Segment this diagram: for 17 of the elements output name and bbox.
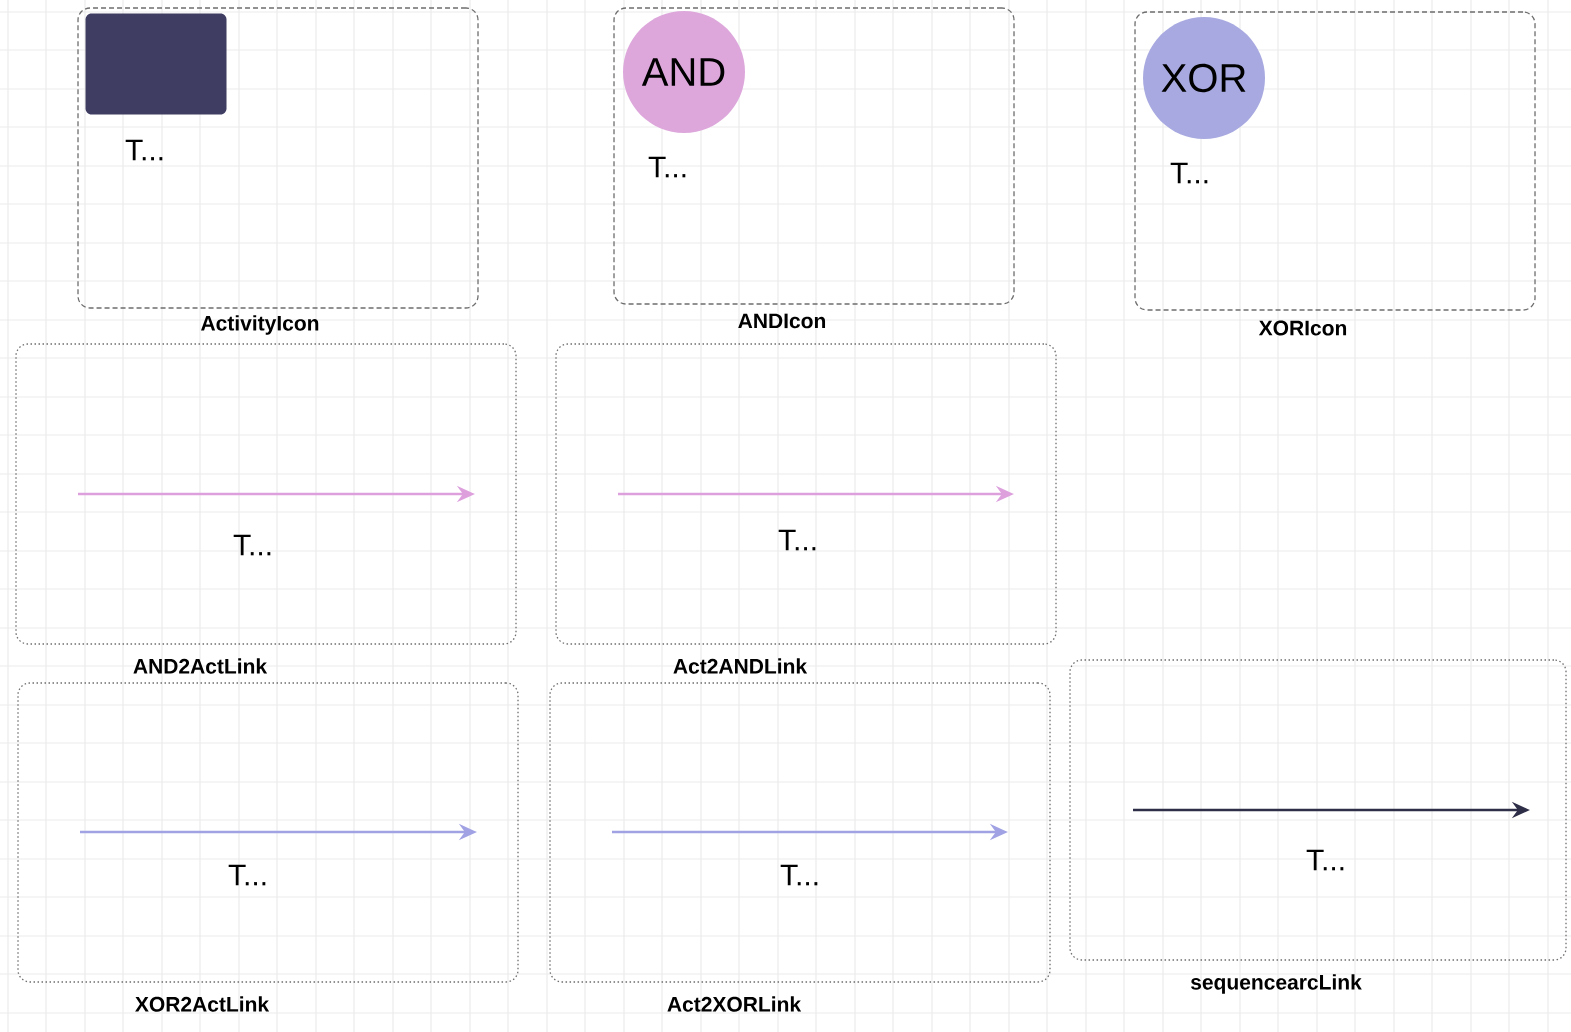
placeholder-text: T...: [1170, 162, 1208, 184]
frame-caption: ActivityIcon: [201, 315, 319, 335]
activity-box: [85, 13, 227, 115]
placeholder-text: T...: [228, 864, 266, 886]
frame-caption: XOR2ActLink: [135, 996, 270, 1012]
placeholder-text: T...: [1306, 849, 1344, 871]
frame-caption: AND2ActLink: [133, 658, 268, 674]
placeholder-text: T...: [125, 139, 163, 161]
frame-caption: sequencearcLink: [1190, 974, 1362, 994]
placeholder-text: T...: [780, 864, 818, 886]
frame-caption: Act2XORLink: [667, 996, 802, 1012]
frame-caption: XORIcon: [1258, 320, 1347, 336]
placeholder-text: T...: [233, 534, 271, 556]
frame-caption: ANDIcon: [738, 313, 826, 329]
placeholder-text: T...: [648, 156, 686, 178]
placeholder-text: T...: [778, 529, 816, 551]
frame-caption: Act2ANDLink: [673, 658, 808, 674]
